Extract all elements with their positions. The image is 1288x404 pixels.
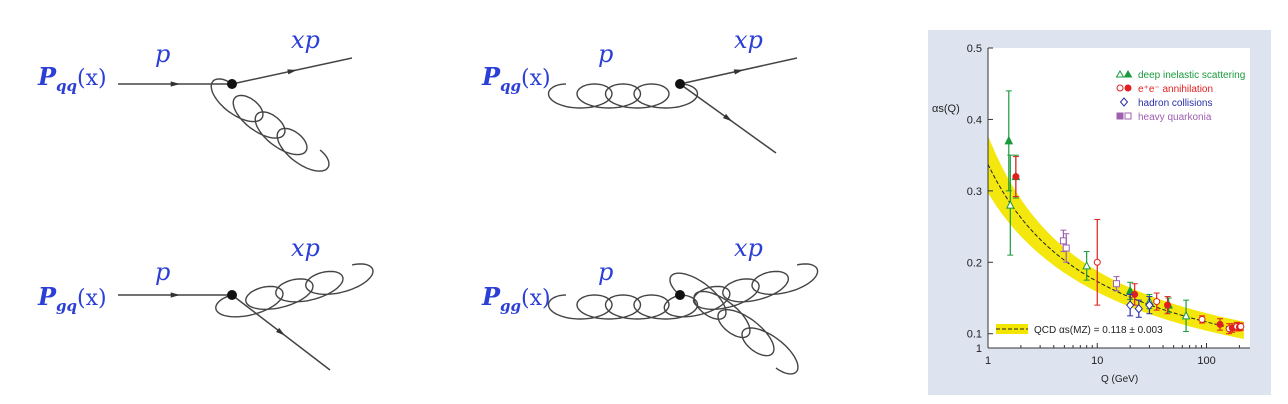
qq-outgoing-quark-arrow xyxy=(287,69,297,75)
x-tick-label: 1 xyxy=(985,355,991,367)
gq-vertex xyxy=(227,290,237,300)
qg-incoming-gluon xyxy=(547,83,699,109)
gg-vertex xyxy=(675,290,685,300)
data-point xyxy=(1216,320,1224,328)
qg-outgoing-quark-arrow xyxy=(733,69,744,75)
data-point xyxy=(1004,135,1014,145)
y-tick-label: 0.2 xyxy=(967,257,982,269)
legend-label: e⁺e⁻ annihilation xyxy=(1138,84,1213,95)
legend-label: hadron collisions xyxy=(1138,98,1213,109)
splitting-function-qq: Pqq(x) xyxy=(38,62,107,95)
gg-outgoing-gluon xyxy=(663,263,819,318)
legend-marker xyxy=(1123,70,1133,78)
legend-marker xyxy=(1115,70,1125,78)
label-xp-qq: xp xyxy=(291,26,320,54)
feynman-diagrams-svg xyxy=(118,57,819,375)
legend-label: deep inelastic scattering xyxy=(1138,70,1245,81)
label-xp-gq: xp xyxy=(291,234,320,262)
splitting-function-qg: Pqg(x) xyxy=(482,62,551,95)
y-axis-label: αs(Q) xyxy=(932,103,960,115)
label-p-gq: p xyxy=(155,258,171,286)
splitting-diagrams: Pqq(x) p xp Pqg(x) p xp Pgq(x) p xp Pgg(… xyxy=(38,26,819,375)
data-point xyxy=(1005,200,1015,209)
data-point xyxy=(1153,298,1161,306)
label-xp-gg: xp xyxy=(734,234,763,262)
data-point xyxy=(1113,280,1121,288)
legend-marker xyxy=(1119,97,1129,107)
fit-legend-label: QCD αs(MZ) = 0.118 ± 0.003 xyxy=(1034,325,1163,336)
legend-marker xyxy=(1124,112,1132,120)
splitting-function-gq: Pgq(x) xyxy=(38,282,107,315)
data-point xyxy=(1125,300,1135,310)
data-point xyxy=(1237,323,1245,331)
qcd-fit-curve xyxy=(988,164,1244,331)
data-point xyxy=(1093,258,1101,266)
data-point xyxy=(1134,303,1143,314)
x-axis-label: Q (GeV) xyxy=(1101,374,1138,385)
x-tick-label: 10 xyxy=(1091,355,1103,367)
gg-emitted-gluon xyxy=(669,272,799,375)
gg-incoming-gluon xyxy=(547,294,699,320)
y-tick-label: 1 xyxy=(976,343,982,355)
gq-outgoing-gluon xyxy=(215,263,374,318)
qq-incoming-quark-arrow xyxy=(170,81,180,87)
qg-outgoing-antiquark-arrow xyxy=(723,113,733,122)
y-tick-label: 0.4 xyxy=(967,114,982,126)
data-point xyxy=(1062,244,1070,252)
alpha-s-chart: 0.5 0.4 0.3 0.2 0.1 11 10 100 Q (GeV) αs(Q) deep i… xyxy=(932,43,1250,385)
legend-marker xyxy=(1124,84,1132,92)
x-tick-label: 100 xyxy=(1197,355,1215,367)
data-point xyxy=(1145,300,1154,310)
y-tick-label: 0.1 xyxy=(967,329,982,341)
data-point xyxy=(1082,260,1091,270)
legend-marker xyxy=(1116,112,1124,120)
qg-vertex xyxy=(675,79,685,89)
qq-emitted-gluon xyxy=(210,78,330,172)
gq-emitted-quark-arrow xyxy=(276,327,285,336)
label-xp-qg: xp xyxy=(734,26,763,54)
legend-marker xyxy=(1116,84,1124,92)
qq-vertex xyxy=(227,79,237,89)
data-point xyxy=(1164,301,1172,309)
data-point xyxy=(1181,310,1191,320)
y-tick-label: 0.5 xyxy=(967,43,982,55)
y-tick-label: 0.3 xyxy=(967,186,982,198)
data-point xyxy=(1012,173,1020,181)
data-point xyxy=(1198,315,1206,323)
gq-incoming-quark-arrow xyxy=(170,292,180,298)
splitting-function-gg: Pgg(x) xyxy=(482,282,551,315)
label-p-qg: p xyxy=(598,40,614,68)
legend-label: heavy quarkonia xyxy=(1138,112,1212,123)
label-p-gg: p xyxy=(598,258,614,286)
data-point xyxy=(1059,237,1067,245)
label-p-qq: p xyxy=(155,40,171,68)
data-point xyxy=(1125,285,1135,295)
